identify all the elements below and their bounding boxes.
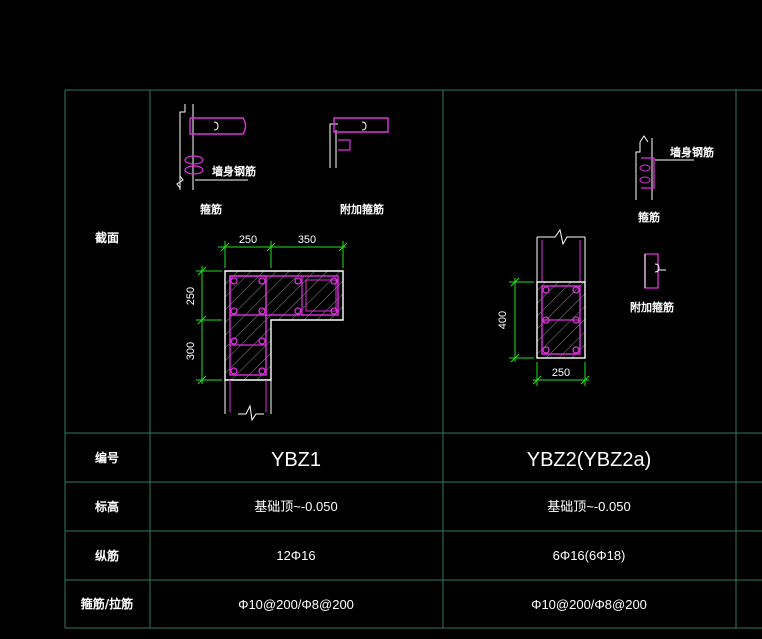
row-label-code: 编号: [94, 450, 119, 465]
ybz2-stirrup: Φ10@200/Φ8@200: [531, 597, 647, 612]
ybz1-extra-stirrup-detail: [329, 117, 389, 168]
ybz2-section: [536, 228, 586, 359]
ybz1-wall-rebar-label: 墙身钢筋: [212, 164, 256, 178]
ybz1-dim-side-lower: 300: [185, 342, 197, 360]
ybz1-code: YBZ1: [271, 449, 321, 471]
ybz1-dim-side-upper: 250: [185, 287, 197, 305]
row-label-stirrup: 箍筋/拉筋: [80, 596, 133, 611]
ybz1-dimension-lines: [196, 241, 348, 385]
ybz1-dim-top-right: 350: [298, 234, 316, 246]
ybz1-stirrup: Φ10@200/Φ8@200: [238, 597, 354, 612]
ybz2-extra-stirrup-detail: [644, 253, 666, 289]
ybz1-dim-top-left: 250: [239, 234, 257, 246]
ybz1-section: [224, 270, 344, 422]
ybz2-extra-stirrup-label: 附加箍筋: [630, 300, 674, 314]
ybz2-longitudinal: 6Φ16(6Φ18): [553, 548, 626, 563]
ybz2-dim-width: 250: [552, 367, 570, 379]
ybz1-elevation: 基础顶~-0.050: [254, 499, 337, 514]
ybz1-extra-stirrup-label: 附加箍筋: [340, 202, 384, 216]
ybz2-stirrup-label: 箍筋: [638, 210, 660, 224]
ybz1-longitudinal: 12Φ16: [276, 548, 315, 563]
ybz2-dimension-lines: [509, 277, 590, 386]
row-label-elevation: 标高: [94, 499, 119, 514]
ybz2-dim-height: 400: [497, 311, 509, 329]
ybz2-wall-rebar-label: 墙身钢筋: [670, 145, 714, 159]
ybz1-stirrup-label: 箍筋: [200, 202, 222, 216]
table-grid: [64, 89, 762, 629]
row-label-longitudinal: 纵筋: [95, 548, 119, 563]
ybz2-code: YBZ2(YBZ2a): [527, 449, 651, 471]
ybz2-stirrup-detail: [635, 135, 694, 200]
ybz2-elevation: 基础顶~-0.050: [547, 499, 630, 514]
ybz1-stirrup-detail: [176, 104, 248, 190]
row-label-section: 截面: [95, 230, 119, 245]
